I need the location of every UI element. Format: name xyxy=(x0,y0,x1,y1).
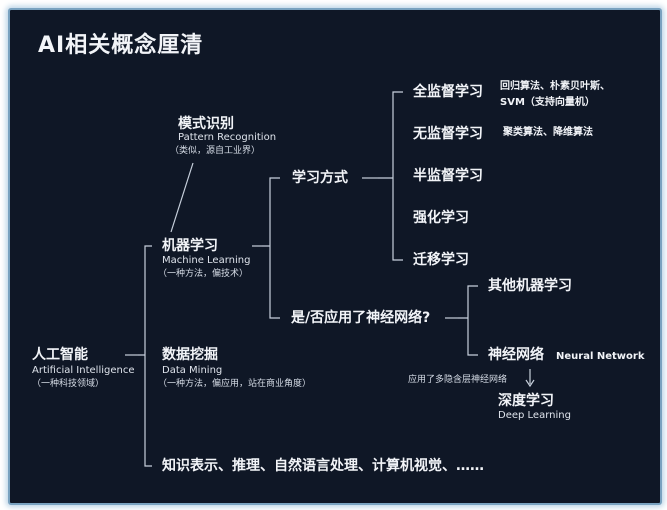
pattern-recognition-note: （类似，源自工业界） xyxy=(170,146,261,156)
neural-network-en: Neural Network xyxy=(556,351,645,362)
ai-en: Artificial Intelligence xyxy=(32,365,135,376)
deep-learning-label: 深度学习 xyxy=(498,393,554,409)
page-title: AI相关概念厘清 xyxy=(38,33,204,58)
nn-to-deep-note: 应用了多隐含层神经网络 xyxy=(408,375,508,385)
deep-learning-en: Deep Learning xyxy=(498,410,571,421)
data-mining-note: （一种方法，偏应用，站在商业角度） xyxy=(158,379,312,389)
machine-learning-label: 机器学习 xyxy=(162,238,218,254)
supervised-note-line2: SVM（支持向量机） xyxy=(500,97,595,108)
supervised-note-line1: 回归算法、朴素贝叶斯、 xyxy=(500,81,610,92)
ai-note: （一种科技领域） xyxy=(32,379,105,389)
reinforcement-label: 强化学习 xyxy=(413,210,469,226)
machine-learning-en: Machine Learning xyxy=(162,255,251,266)
unsupervised-label: 无监督学习 xyxy=(413,126,483,142)
transfer-label: 迁移学习 xyxy=(413,252,469,268)
learning-style-brace xyxy=(378,91,403,261)
data-mining-en: Data Mining xyxy=(162,365,223,376)
ml-brace xyxy=(262,177,280,319)
machine-learning-note: （一种方法，偏技术） xyxy=(158,269,249,279)
pattern-recognition-en: Pattern Recognition xyxy=(178,132,277,143)
diagram-frame xyxy=(8,8,662,505)
semi-supervised-label: 半监督学习 xyxy=(413,168,483,184)
other-ml-label: 其他机器学习 xyxy=(488,278,572,294)
neural-network-label: 神经网络 xyxy=(488,347,544,363)
nn-to-deep-arrowhead xyxy=(525,379,535,388)
unsupervised-note: 聚类算法、降维算法 xyxy=(503,127,593,138)
pattern-recognition-label: 模式识别 xyxy=(178,116,234,132)
ai-brace xyxy=(138,245,152,467)
nn-question-label: 是/否应用了神经网络? xyxy=(291,310,431,326)
ai-label: 人工智能 xyxy=(32,347,88,363)
data-mining-label: 数据挖掘 xyxy=(162,347,218,363)
pattern-to-ml-line xyxy=(170,162,194,233)
nn-question-brace xyxy=(458,285,478,356)
other-ai-fields: 知识表示、推理、自然语言处理、计算机视觉、…… xyxy=(162,458,484,474)
supervised-label: 全监督学习 xyxy=(413,84,483,100)
learning-style-label: 学习方式 xyxy=(292,170,348,186)
